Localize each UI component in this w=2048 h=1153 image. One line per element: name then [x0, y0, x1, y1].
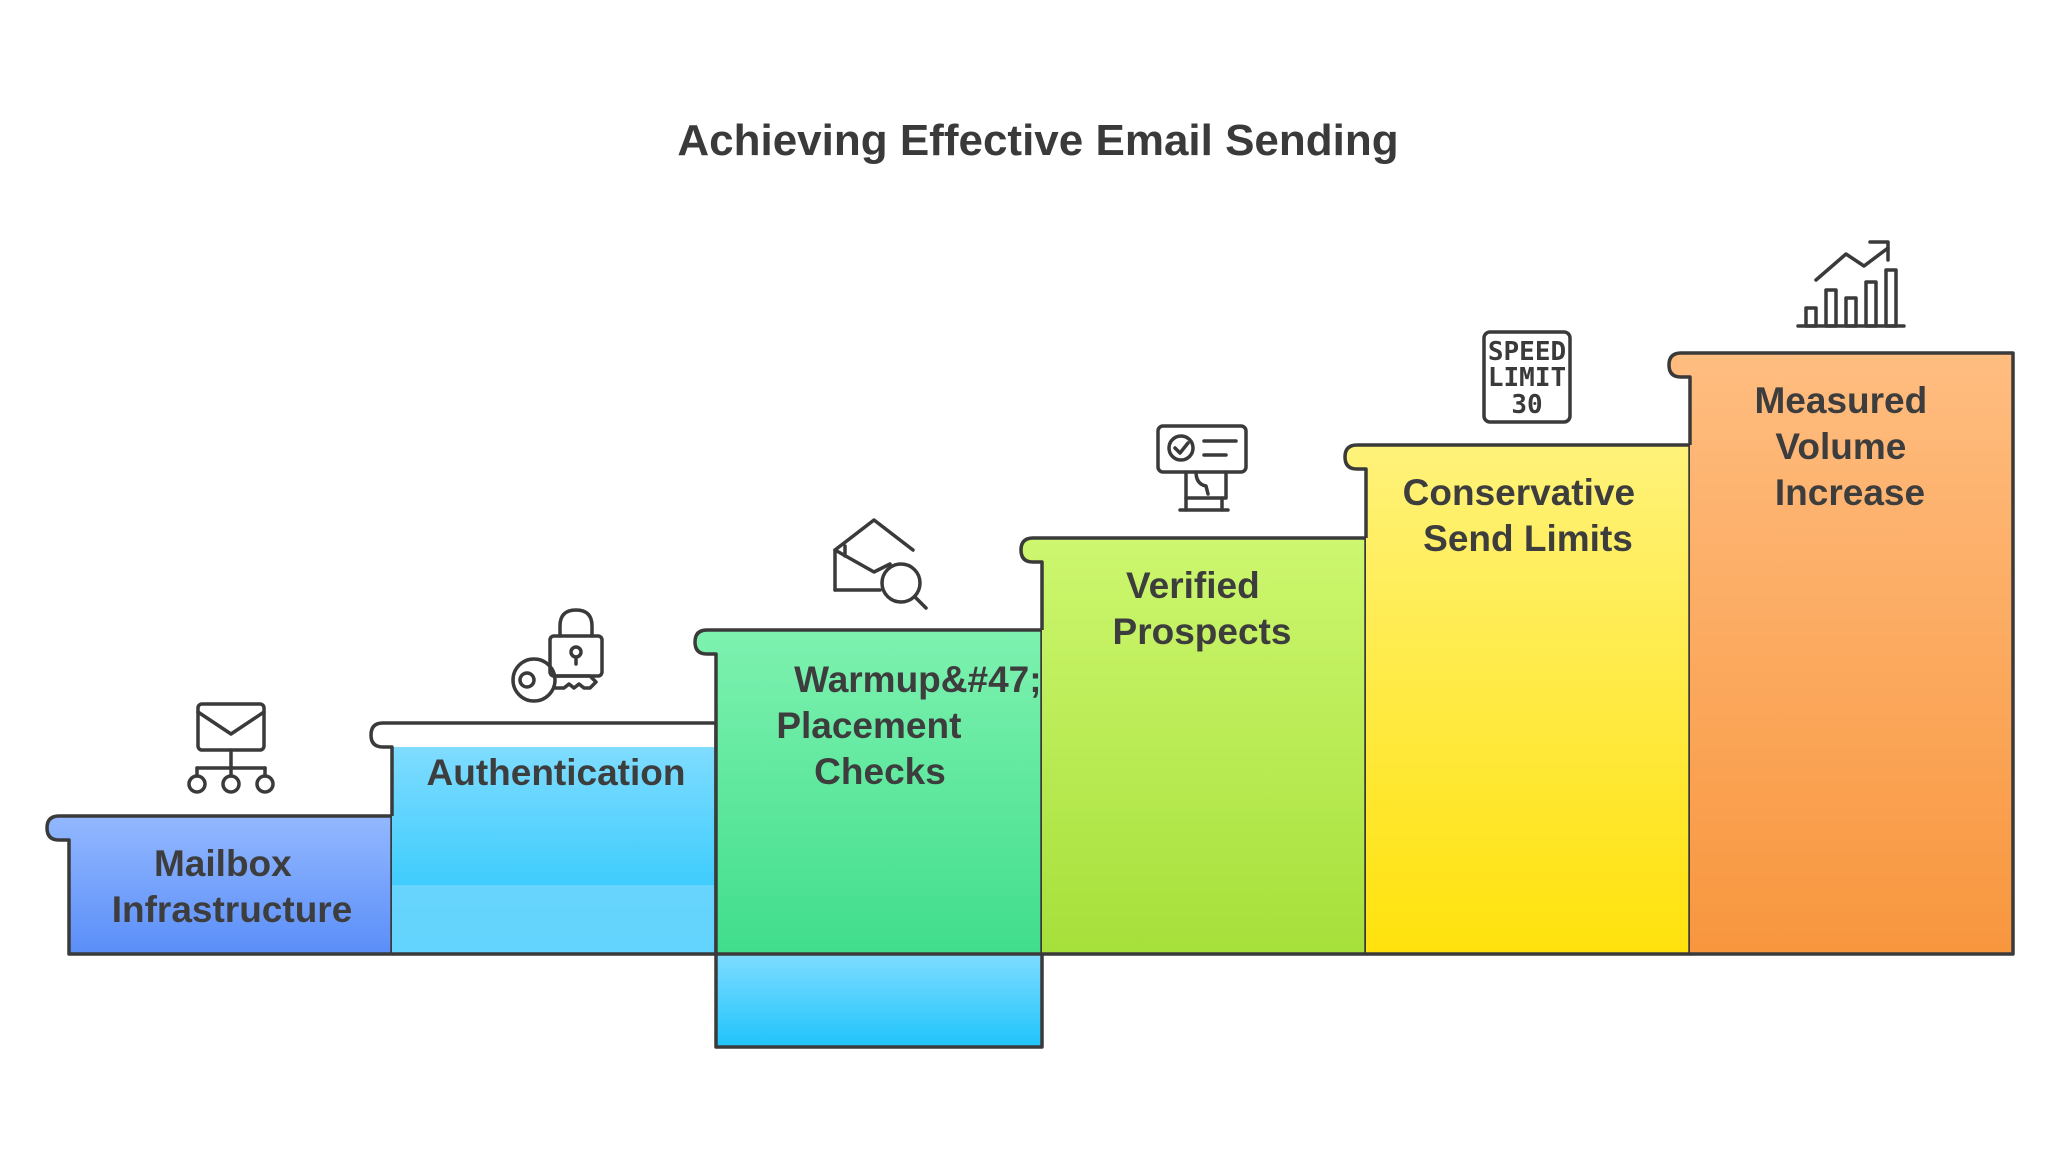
step-block-volume: [1669, 353, 2013, 954]
step-block-verified: [1021, 538, 1366, 954]
step-label-limits: Conservative Send Limits: [1403, 472, 1646, 559]
step-label-mailbox: Mailbox Infrastructure: [112, 843, 353, 930]
step-outline-verified: [1019, 536, 1368, 956]
step-outline-auth: [369, 721, 718, 956]
step-warmup-placement: Warmup&#47; Placement Checks: [693, 518, 1052, 1049]
envelope-magnifier-icon: [833, 518, 928, 610]
step-block-mailbox: [47, 816, 392, 954]
step-measured-volume: Measured Volume Increase: [1667, 240, 2015, 956]
growth-chart-icon: [1796, 240, 1906, 328]
sign-line-speed: SPEED: [1488, 337, 1566, 367]
step-label-warmup: Warmup&#47; Placement Checks: [776, 659, 1052, 792]
step-label-verified: Verified Prospects: [1113, 565, 1292, 652]
speed-limit-sign-icon: SPEED LIMIT 30: [1482, 330, 1572, 424]
step-label-auth: Authentication: [427, 752, 686, 793]
step-conservative-limits: Conservative Send Limits SPEED LIMIT 30: [1343, 330, 1692, 956]
step-block-warmup: [695, 630, 1042, 954]
step-block-limits: [1345, 445, 1690, 954]
step-outline-limits: [1343, 443, 1692, 956]
sign-line-limit: LIMIT: [1488, 363, 1566, 393]
step-mailbox-infrastructure: Mailbox Infrastructure: [45, 702, 394, 956]
step-label-volume: Measured Volume Increase: [1754, 380, 1937, 513]
step-outline-warmup: [693, 628, 1044, 956]
mailbox-network-icon: [187, 702, 275, 794]
verified-certificate-icon: [1156, 424, 1248, 512]
step-outline-volume: [1667, 351, 2015, 956]
step-authentication: Authentication: [369, 608, 718, 956]
step-outline-mailbox: [45, 814, 394, 956]
step-block-warmup-lower: [716, 954, 1042, 1047]
step-outline-warmup-lower: [714, 954, 1044, 1049]
step-block-auth-shade: [392, 885, 716, 954]
diagram-title: Achieving Effective Email Sending: [677, 116, 1398, 165]
lock-key-icon: [511, 608, 604, 703]
sign-line-30: 30: [1511, 390, 1542, 420]
step-verified-prospects: Verified Prospects: [1019, 424, 1368, 956]
